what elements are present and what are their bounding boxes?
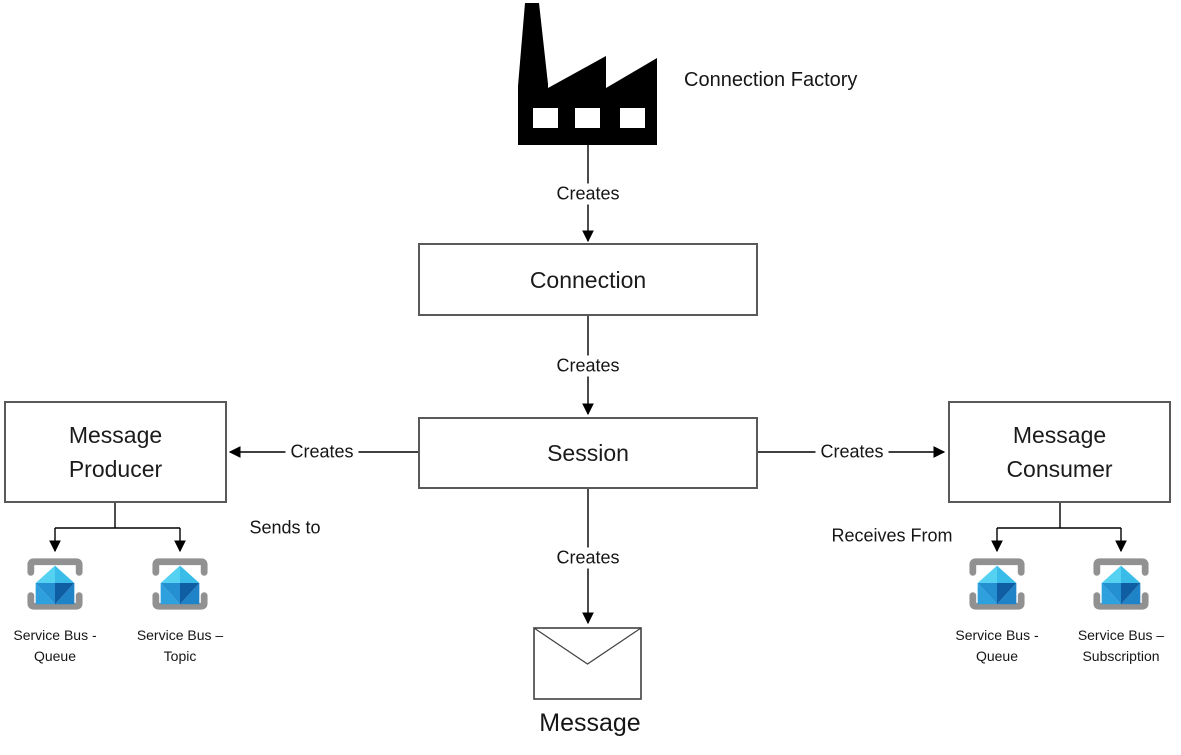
producer-queue-label: Service Bus - Queue (0, 625, 125, 667)
message-producer-label-line2: Producer (68, 456, 163, 482)
consumer-queue-label: Service Bus - Queue (927, 625, 1067, 667)
connection-box-label: Connection (529, 266, 647, 293)
session-box-label: Session (547, 440, 629, 466)
consumer-subscription-label-line2: Subscription (1082, 648, 1160, 664)
envelope-icon (533, 627, 642, 700)
message-producer-label-line1: Message (68, 422, 163, 448)
producer-topic-label-line1: Service Bus – (136, 627, 224, 643)
service-bus-queue-icon (27, 558, 83, 610)
creates-label-session-producer: Creates (285, 441, 359, 463)
producer-topic-label-line2: Topic (163, 648, 197, 664)
consumer-queue-label-line2: Queue (975, 648, 1019, 664)
message-producer-box: Message Producer (4, 401, 227, 503)
receives-from-label: Receives From (831, 525, 953, 546)
producer-topic-label: Service Bus – Topic (110, 625, 250, 667)
message-consumer-box: Message Consumer (948, 401, 1171, 503)
creates-label-factory-connection: Creates (551, 183, 625, 205)
consumer-subscription-label: Service Bus – Subscription (1051, 625, 1181, 667)
connection-factory-label: Connection Factory (684, 69, 858, 91)
consumer-subscription-label-line1: Service Bus – (1077, 627, 1165, 643)
message-consumer-label-line1: Message (1012, 422, 1107, 448)
creates-label-connection-session: Creates (551, 355, 625, 377)
service-bus-topic-icon (152, 558, 208, 610)
producer-queue-label-line2: Queue (33, 648, 77, 664)
consumer-queue-label-line1: Service Bus - (955, 627, 1039, 643)
message-label: Message (539, 709, 641, 737)
service-bus-queue-icon (969, 558, 1025, 610)
session-box: Session (418, 417, 758, 489)
service-bus-subscription-icon (1093, 558, 1149, 610)
connection-box: Connection (418, 243, 758, 316)
factory-icon (518, 3, 657, 145)
creates-label-session-consumer: Creates (815, 441, 889, 463)
message-consumer-label-line2: Consumer (1006, 456, 1113, 482)
creates-label-session-message: Creates (551, 547, 625, 569)
producer-queue-label-line1: Service Bus - (13, 627, 97, 643)
sends-to-label: Sends to (249, 517, 321, 538)
